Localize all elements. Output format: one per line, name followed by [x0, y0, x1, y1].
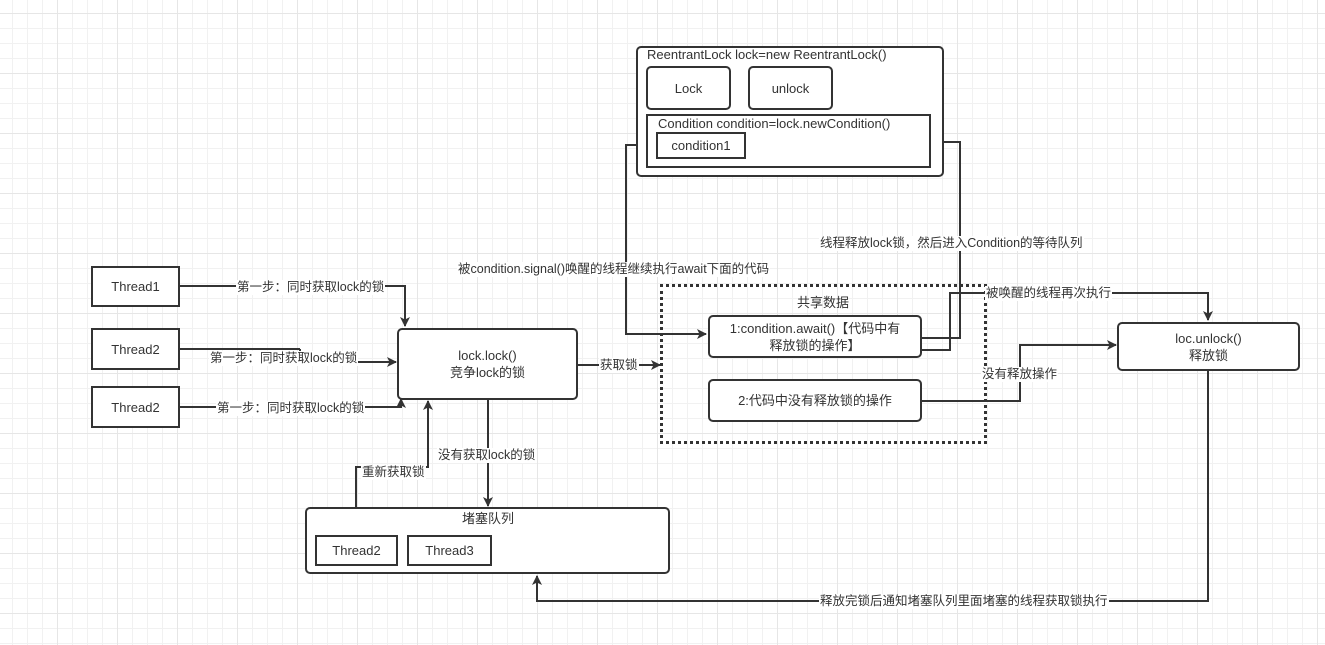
blocking-queue-title: 堵塞队列 [462, 511, 515, 526]
edge-label-notify-queue: 释放完锁后通知堵塞队列里面堵塞的线程获取锁执行 [819, 594, 1109, 609]
await-box[interactable]: 1:condition.await()【代码中有 释放锁的操作】 [708, 315, 922, 358]
edge-label-thread1: 第一步：同时获取lock的锁 [236, 280, 386, 295]
reentrant-lock-title: ReentrantLock lock=new ReentrantLock() [647, 47, 887, 62]
lock-method-box[interactable]: Lock [646, 66, 731, 110]
lock-compete-line1: lock.lock() [458, 348, 517, 363]
condition-title: Condition condition=lock.newCondition() [658, 116, 891, 131]
thread-box-2[interactable]: Thread2 [91, 328, 180, 370]
await-line2: 释放锁的操作】 [769, 337, 861, 353]
edge-label-signal-continue: 被condition.signal()唤醒的线程继续执行await下面的代码 [457, 262, 771, 277]
queue-item-thread3[interactable]: Thread3 [407, 535, 492, 566]
no-release-box[interactable]: 2:代码中没有释放锁的操作 [708, 379, 922, 422]
shared-data-container [660, 284, 987, 444]
await-line1: 1:condition.await()【代码中有 [729, 320, 901, 336]
unlock-release-box[interactable]: loc.unlock() 释放锁 [1117, 322, 1300, 371]
edge-label-thread2: 第一步：同时获取lock的锁 [209, 351, 359, 366]
edge-label-thread3: 第一步：同时获取lock的锁 [216, 401, 366, 416]
edge-label-not-acquired: 没有获取lock的锁 [437, 448, 537, 463]
condition1-box[interactable]: condition1 [656, 132, 746, 159]
lock-compete-box[interactable]: lock.lock() 竞争lock的锁 [397, 328, 578, 400]
edge-label-woken-execute: 被唤醒的线程再次执行 [985, 286, 1113, 301]
edge-label-reacquire: 重新获取锁 [361, 465, 426, 480]
shared-data-title: 共享数据 [797, 295, 850, 310]
edge-label-no-release: 没有释放操作 [981, 367, 1059, 382]
thread-box-3[interactable]: Thread2 [91, 386, 180, 428]
thread-box-1[interactable]: Thread1 [91, 266, 180, 307]
edge-label-release-enter-wait: 线程释放lock锁，然后进入Condition的等待队列 [819, 236, 1084, 251]
unlock-line1: loc.unlock() [1175, 330, 1242, 346]
edge-await-to-unlock [921, 292, 1213, 351]
unlock-method-box[interactable]: unlock [748, 66, 833, 110]
lock-compete-line2: 竞争lock的锁 [449, 365, 526, 380]
queue-item-thread2[interactable]: Thread2 [315, 535, 398, 566]
edge-label-acquire-lock: 获取锁 [599, 358, 639, 373]
unlock-line2: 释放锁 [1188, 347, 1228, 363]
